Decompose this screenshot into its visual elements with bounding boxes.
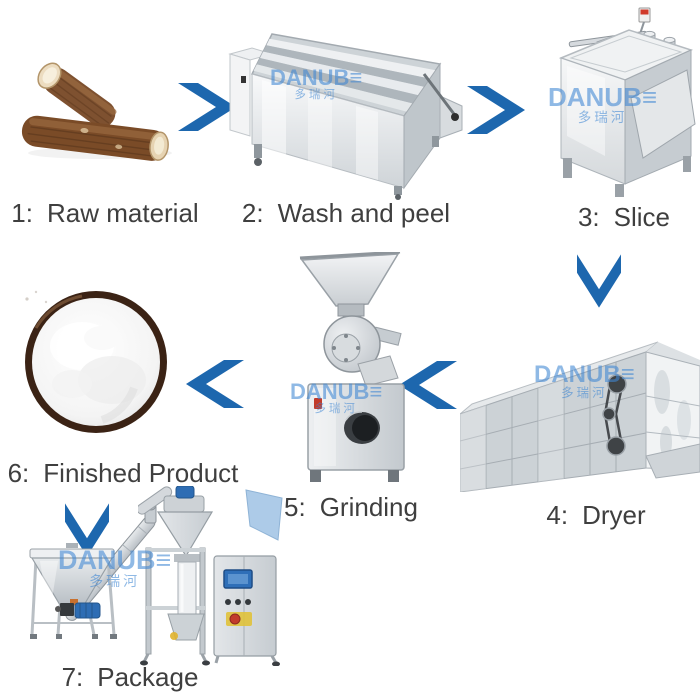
step-label-2: 2: Wash and peel bbox=[236, 198, 456, 229]
chevron-right-icon bbox=[178, 82, 236, 132]
finished-product-photo bbox=[22, 288, 170, 436]
chevron-left-icon bbox=[185, 360, 245, 408]
grinding-machine-photo bbox=[266, 252, 452, 486]
raw-material-photo bbox=[12, 48, 182, 163]
label-name: Dryer bbox=[582, 500, 646, 530]
chevron-left-icon bbox=[399, 361, 457, 409]
label-name: Finished Product bbox=[43, 458, 239, 488]
step-label-1: 1: Raw material bbox=[0, 198, 210, 229]
label-name: Wash and peel bbox=[277, 198, 451, 228]
step-label-4: 4: Dryer bbox=[486, 500, 700, 531]
label-name: Slice bbox=[613, 202, 671, 232]
label-name: Grinding bbox=[319, 492, 418, 522]
label-prefix: 6: bbox=[7, 458, 30, 488]
slice-machine-photo bbox=[545, 6, 697, 200]
label-prefix: 3: bbox=[577, 202, 600, 232]
packing-machine-photo bbox=[138, 486, 286, 666]
step-label-6: 6: Finished Product bbox=[0, 458, 246, 489]
label-name: Raw material bbox=[46, 198, 199, 228]
label-prefix: 7: bbox=[61, 662, 84, 692]
dryer-machine-photo bbox=[460, 320, 700, 492]
label-prefix: 2: bbox=[241, 198, 264, 228]
chevron-right-icon bbox=[467, 86, 525, 134]
label-prefix: 1: bbox=[11, 198, 33, 228]
step-label-3: 3: Slice bbox=[514, 202, 700, 233]
chevron-down-icon bbox=[65, 502, 109, 558]
step-label-7: 7: Package bbox=[20, 662, 240, 693]
label-prefix: 4: bbox=[546, 500, 569, 530]
label-prefix: 5: bbox=[284, 492, 306, 522]
chevron-down-icon bbox=[577, 253, 621, 309]
wash-peel-machine-photo bbox=[228, 18, 465, 200]
label-name: Package bbox=[97, 662, 199, 692]
step-label-5: 5: Grinding bbox=[241, 492, 461, 523]
